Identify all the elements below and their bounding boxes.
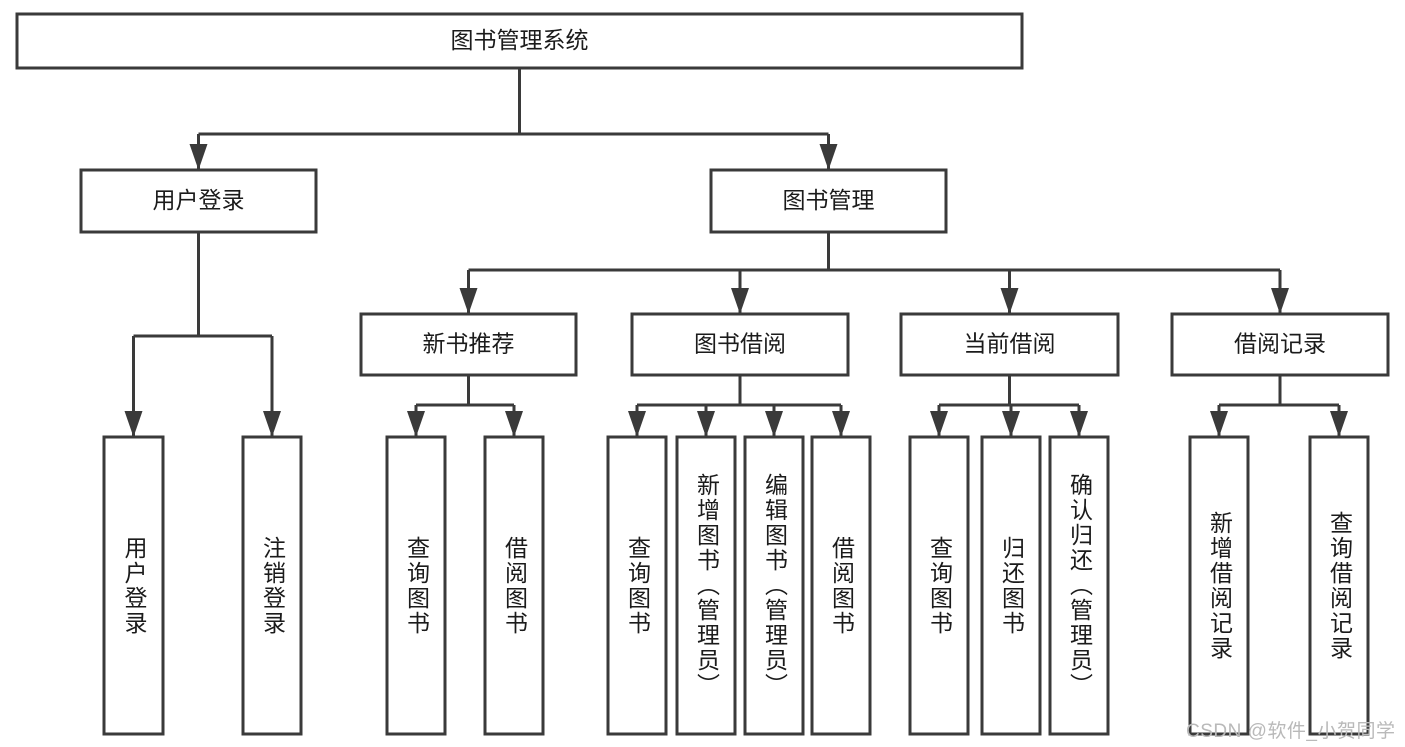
arrow-head-icon: [1271, 288, 1289, 314]
arrow-head-icon: [930, 411, 948, 437]
node-box[interactable]: [980, 435, 1042, 736]
node-box[interactable]: [908, 435, 970, 736]
node-label: 借阅记录: [1234, 331, 1326, 357]
arrow-head-icon: [832, 411, 850, 437]
node-box[interactable]: [709, 168, 948, 234]
connector-edges-layer: [124, 68, 1348, 437]
arrow-head-icon: [731, 288, 749, 314]
arrow-head-icon: [1210, 411, 1228, 437]
arrow-head-icon: [459, 288, 478, 314]
node-label: 用户登录: [153, 187, 245, 213]
arrow-head-icon: [407, 411, 425, 437]
arrow-head-icon: [765, 411, 783, 437]
arrow-head-icon: [628, 411, 646, 437]
node-box[interactable]: [79, 168, 318, 234]
node-box[interactable]: [1188, 435, 1250, 736]
node-label: 图书借阅: [694, 331, 786, 357]
node-label: 新书推荐: [423, 331, 515, 357]
node-boxes-layer: [15, 12, 1390, 736]
node-box[interactable]: [15, 12, 1024, 70]
arrow-head-icon: [1070, 411, 1088, 437]
node-box[interactable]: [1048, 435, 1110, 736]
arrow-head-icon: [505, 411, 523, 437]
arrow-head-icon: [1002, 411, 1020, 437]
arrow-head-icon: [189, 144, 208, 170]
node-box[interactable]: [241, 435, 303, 736]
node-box[interactable]: [1308, 435, 1370, 736]
node-label: 图书管理系统: [451, 27, 589, 53]
node-box[interactable]: [385, 435, 447, 736]
node-box[interactable]: [359, 312, 578, 377]
node-box[interactable]: [102, 435, 165, 736]
csdn-watermark: CSDN @软件_小贺同学: [1186, 721, 1396, 742]
arrow-head-icon: [697, 411, 715, 437]
node-box[interactable]: [743, 435, 805, 736]
node-box[interactable]: [483, 435, 545, 736]
node-box[interactable]: [810, 435, 872, 736]
node-label: 图书管理: [783, 187, 875, 213]
arrow-head-icon: [1000, 288, 1019, 314]
node-box[interactable]: [1170, 312, 1390, 377]
node-box[interactable]: [899, 312, 1120, 377]
node-label: 当前借阅: [964, 331, 1056, 357]
node-box[interactable]: [675, 435, 737, 736]
arrow-head-icon: [124, 411, 143, 437]
arrow-head-icon: [1330, 411, 1348, 437]
arrow-head-icon: [263, 411, 281, 437]
arrow-head-icon: [819, 144, 838, 170]
node-box[interactable]: [606, 435, 668, 736]
node-box[interactable]: [630, 312, 850, 377]
